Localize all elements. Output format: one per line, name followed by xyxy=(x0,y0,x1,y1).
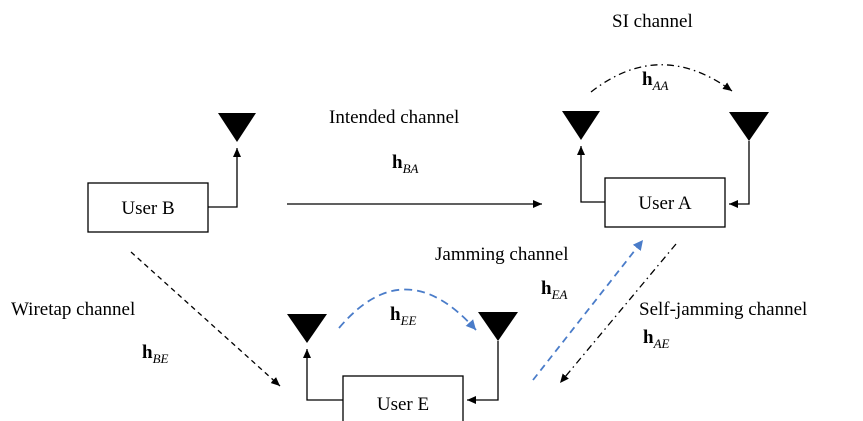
user-a-rx-feed xyxy=(729,141,750,208)
ee-channel-arrow xyxy=(338,288,477,331)
self-jamming-channel-label: Self-jamming channel xyxy=(639,299,807,320)
user-b-label: User B xyxy=(121,198,174,219)
user-b-box xyxy=(87,182,209,233)
user-e-rx-feed xyxy=(467,341,499,404)
user-a-box xyxy=(604,177,726,228)
user-e-box xyxy=(342,375,464,421)
user-a-tx-antenna-icon xyxy=(562,111,600,140)
self-jamming-channel-arrow xyxy=(559,243,677,384)
si-channel-label: SI channel xyxy=(612,11,693,32)
user-e-label: User E xyxy=(377,394,429,415)
si-channel-symbol: hAA xyxy=(642,69,669,93)
intended-channel-symbol: hBA xyxy=(392,152,419,176)
user-b-antenna-feed xyxy=(208,148,241,208)
user-a-label: User A xyxy=(638,193,692,214)
jamming-channel-label: Jamming channel xyxy=(435,244,569,265)
si-channel-arrow xyxy=(590,64,733,93)
wiretap-channel-symbol: hBE xyxy=(142,342,169,366)
self-jamming-channel-symbol: hAE xyxy=(643,327,670,351)
wiretap-channel-arrow xyxy=(130,251,281,387)
user-a-tx-feed xyxy=(577,146,605,203)
user-e-tx-antenna-icon xyxy=(287,314,327,343)
wiretap-channel-label: Wiretap channel xyxy=(11,299,135,320)
user-e-tx-feed xyxy=(303,349,343,401)
user-b-antenna-icon xyxy=(218,113,256,142)
ee-channel-symbol: hEE xyxy=(390,304,417,328)
jamming-channel-arrow xyxy=(532,239,644,381)
intended-channel-label: Intended channel xyxy=(329,107,459,128)
user-a-rx-antenna-icon xyxy=(729,112,769,141)
jamming-channel-symbol: hEA xyxy=(541,278,568,302)
user-e-rx-antenna-icon xyxy=(478,312,518,341)
